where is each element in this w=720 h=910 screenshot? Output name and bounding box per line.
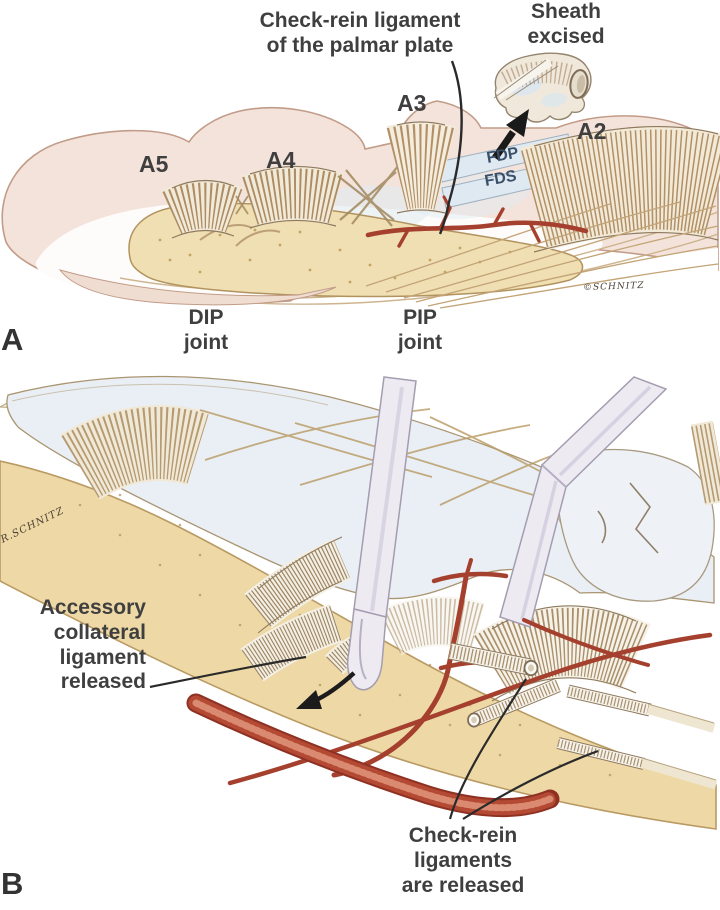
arrow-to-excised-sheath — [492, 109, 529, 160]
cruciate-fibers-small — [235, 195, 249, 215]
panel-a-illustration — [1, 52, 720, 314]
excised-sheath-piece — [493, 52, 592, 123]
dip-fiber-wisps — [199, 224, 281, 247]
dip-line1: DIP — [188, 306, 224, 329]
accessory-line2: collateral — [53, 620, 146, 644]
panel-a-letter: A — [1, 322, 24, 357]
check-rein-leader-line — [438, 60, 463, 235]
sheath-tube-edge — [11, 383, 329, 406]
pulley-band-proximal — [60, 405, 210, 501]
dip-joint-label: DIP joint — [158, 306, 254, 356]
pip-line2: joint — [397, 330, 443, 354]
pulley-a4-label: A4 — [266, 147, 296, 173]
pip-line1: PIP — [403, 306, 437, 329]
check-rein-released-line2: ligaments — [413, 848, 513, 872]
accessory-line4: released — [60, 670, 146, 694]
sheath-excised-line1: Sheath — [530, 0, 601, 23]
dip-line2: joint — [183, 330, 229, 354]
retractor-right — [499, 376, 668, 628]
pip-joint-label: PIP joint — [372, 306, 468, 356]
cruciate-fibers — [337, 165, 399, 227]
sheath-excised-label: Sheath excised — [502, 0, 630, 50]
finger-oblique-view — [0, 375, 720, 830]
panel-b-illustration — [0, 375, 720, 830]
condyle-mass — [556, 448, 715, 602]
release-direction-arrow — [296, 671, 356, 709]
pulley-a4-band — [241, 165, 344, 229]
accessory-leader-line — [149, 655, 307, 689]
check-rein-label-line1: Check-rein ligament — [259, 9, 461, 32]
sheath-excised-line2: excised — [527, 24, 605, 48]
accessory-collateral-label: Accessory collateral ligament released — [10, 596, 146, 695]
palmar-plate-ribs-small — [378, 596, 485, 656]
pulley-a3-band — [386, 121, 456, 214]
check-rein-released-line1: Check-rein — [408, 824, 518, 847]
check-rein-leader-line-1 — [448, 678, 527, 820]
check-rein-released-line3: are released — [401, 873, 525, 897]
check-rein-ligament-label: Check-rein ligament of the palmar plate — [236, 9, 484, 59]
accessory-line3: ligament — [59, 645, 146, 669]
pulley-a3-label: A3 — [397, 90, 427, 116]
pulley-a5-band — [161, 179, 244, 239]
retractor-left — [346, 376, 417, 691]
check-rein-released-label: Check-rein ligaments are released — [382, 824, 544, 898]
check-rein-leader-line-2 — [462, 749, 599, 820]
check-rein-label-line2: of the palmar plate — [266, 33, 454, 57]
pulley-band-right — [690, 420, 720, 506]
check-rein-stumps — [448, 642, 718, 790]
pulley-a5-label: A5 — [139, 151, 169, 177]
pulley-a2-band — [520, 125, 720, 253]
pulley-a2-label: A2 — [577, 118, 607, 144]
skin-flap-lower — [58, 269, 337, 306]
panel-b-letter: B — [1, 866, 24, 901]
digital-artery — [186, 693, 560, 818]
finger-lateral-view — [1, 52, 720, 314]
tendon-fan-fibers — [365, 201, 719, 309]
accessory-line1: Accessory — [39, 596, 146, 619]
